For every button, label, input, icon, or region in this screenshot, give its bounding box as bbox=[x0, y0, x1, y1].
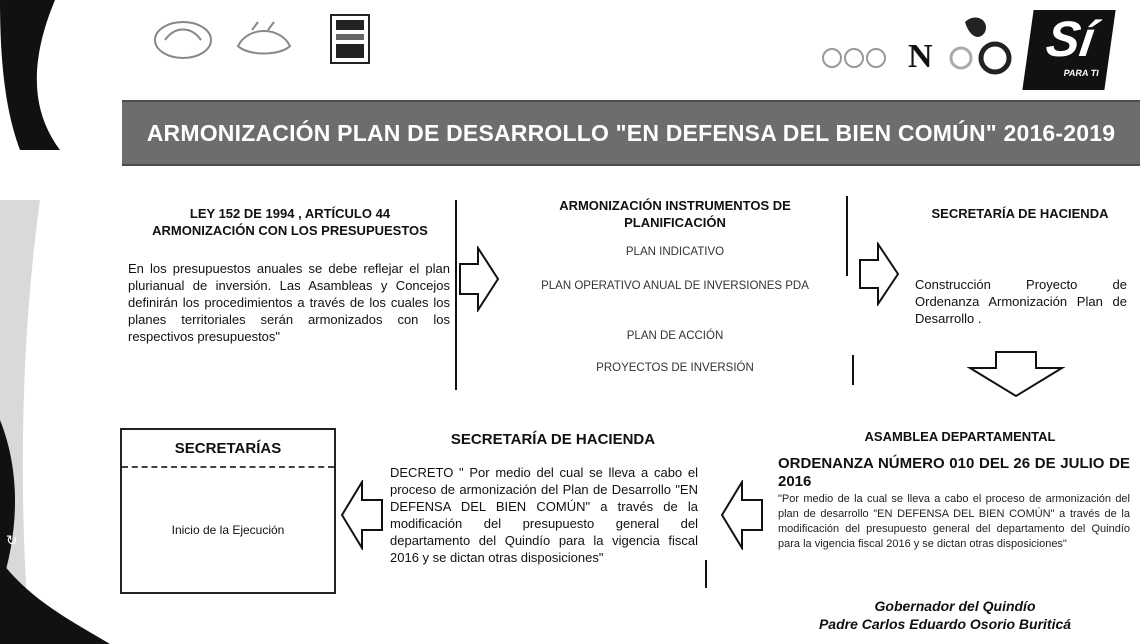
decorative-swoosh: ↻ bbox=[0, 0, 110, 644]
flag-logo bbox=[330, 14, 370, 64]
emblem-logo bbox=[154, 21, 212, 59]
asamblea-title: ASAMBLEA DEPARTAMENTAL bbox=[864, 429, 1056, 444]
divider-line-3 bbox=[852, 355, 854, 385]
hacienda-bottom-text: DECRETO " Por medio del cual se lleva a … bbox=[390, 465, 698, 565]
hacienda-top-title: SECRETARÍA DE HACIENDA bbox=[931, 206, 1109, 221]
secretarias-text: Inicio de la Ejecución bbox=[171, 523, 285, 537]
arrow-right-icon bbox=[459, 246, 500, 312]
divider-line-2 bbox=[846, 196, 848, 276]
page-title: ARMONIZACIÓN PLAN DE DESARROLLO "EN DEFE… bbox=[146, 119, 1116, 146]
si-logo-text: Sí bbox=[1042, 11, 1099, 67]
arrow-down-icon bbox=[966, 351, 1066, 398]
hacienda-bottom-title: SECRETARÍA DE HACIENDA bbox=[450, 431, 656, 448]
secretarias-title: SECRETARÍAS bbox=[122, 430, 334, 468]
law-title: LEY 152 DE 1994 , ARTÍCULO 44 ARMONIZACI… bbox=[152, 206, 428, 238]
title-banner: ARMONIZACIÓN PLAN DE DESARROLLO "EN DEFE… bbox=[122, 100, 1140, 166]
logo-text-n: N bbox=[908, 38, 933, 75]
coffee-logo bbox=[236, 21, 292, 55]
instrument-item-1: PLAN INDICATIVO bbox=[625, 246, 725, 258]
instrument-item-2: PLAN OPERATIVO ANUAL DE INVERSIONES PDA bbox=[541, 280, 809, 292]
si-logo-badge: Sí PARA TI bbox=[1022, 10, 1116, 90]
asamblea-text: "Por medio de la cual se lleva a cabo el… bbox=[778, 493, 1130, 550]
leaf-logo bbox=[949, 17, 1012, 75]
instrument-item-3: PLAN DE ACCIÓN bbox=[626, 330, 724, 342]
instruments-title: ARMONIZACIÓN INSTRUMENTOS DE PLANIFICACI… bbox=[559, 198, 791, 230]
instrument-item-4: PROYECTOS DE INVERSIÓN bbox=[596, 362, 754, 374]
divider-line-4 bbox=[705, 560, 707, 588]
arrow-left-icon bbox=[720, 480, 763, 550]
governor-role: Gobernador del Quindío bbox=[874, 598, 1036, 614]
arrow-left-icon-2 bbox=[340, 480, 383, 550]
arrow-right-icon-2 bbox=[859, 242, 900, 306]
asamblea-ordinance: ORDENANZA NÚMERO 010 DEL 26 DE JULIO DE … bbox=[778, 455, 1130, 490]
secretarias-box: SECRETARÍAS Inicio de la Ejecución bbox=[120, 428, 336, 594]
si-logo-subtext: PARA TI bbox=[1063, 68, 1100, 78]
svg-text:↻: ↻ bbox=[6, 533, 18, 549]
law-text: En los presupuestos anuales se debe refl… bbox=[128, 261, 450, 344]
divider-line-1 bbox=[455, 200, 457, 390]
governor-name: Padre Carlos Eduardo Osorio Buriticá bbox=[818, 616, 1072, 632]
hacienda-top-text: Construcción Proyecto de Ordenanza Armon… bbox=[915, 277, 1127, 326]
quindio-logo bbox=[822, 48, 886, 68]
